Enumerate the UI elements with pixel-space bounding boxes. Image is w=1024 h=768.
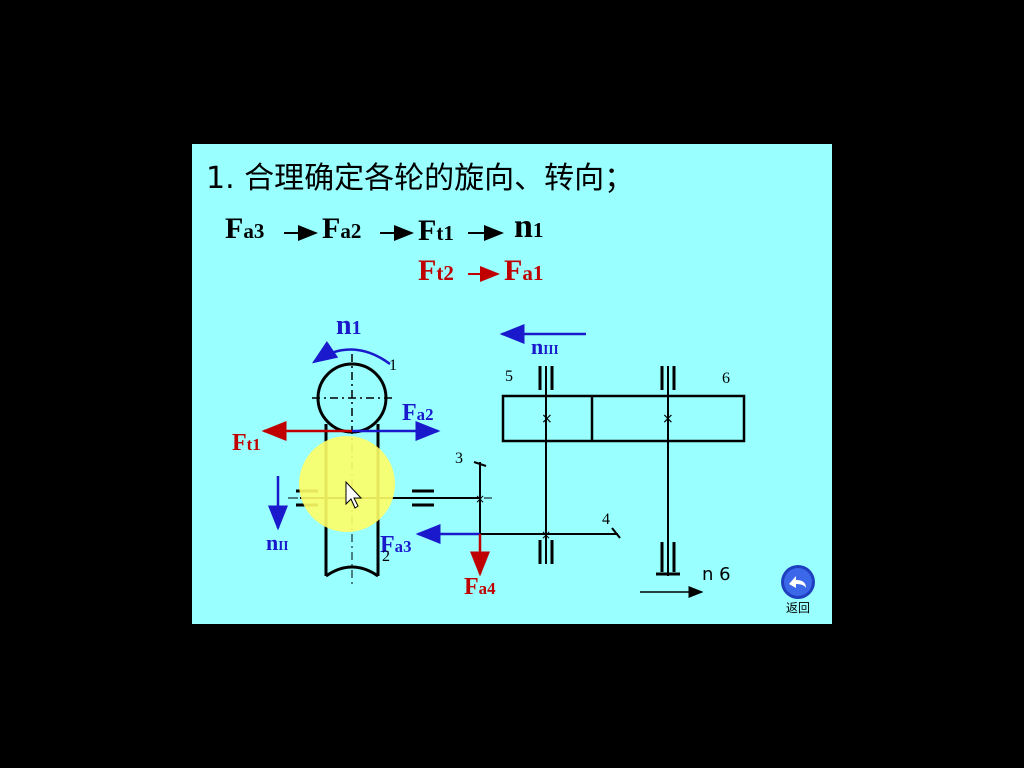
label-fa3-main: F — [380, 532, 395, 558]
label-fa4-sub: a4 — [478, 579, 496, 598]
wheel-bottom-arc — [325, 565, 379, 578]
label-fa2-sub: a2 — [416, 405, 434, 424]
chain-fa1-main: F — [504, 254, 523, 287]
chain-fa3-main: F — [225, 212, 244, 245]
chain-ft1-sub: t1 — [436, 221, 454, 245]
label-fa3: Fa3 — [380, 532, 411, 559]
label-n1-main: n — [336, 310, 352, 341]
chain-ft2-main: F — [418, 254, 437, 287]
gear-3-label: 3 — [455, 450, 463, 467]
label-fa2-main: F — [402, 400, 417, 426]
gear-3-top-tick — [473, 461, 487, 467]
gear-4-label: 4 — [602, 511, 610, 528]
gear-box — [501, 394, 746, 443]
label-n3-sub: III — [543, 342, 559, 357]
label-fa3-sub: a3 — [394, 537, 412, 556]
gear-1-label: 1 — [389, 357, 397, 374]
gear-3-mark: × — [475, 492, 485, 506]
gear-5-label: 5 — [505, 368, 513, 385]
chain-fa2-main: F — [322, 212, 341, 245]
chain-fa1: Fa1 — [504, 254, 543, 288]
label-n1: n1 — [336, 310, 361, 342]
slide-title: 1. 合理确定各轮的旋向、转向； — [206, 161, 635, 196]
label-n3: nIII — [531, 334, 559, 360]
chain-ft2: Ft2 — [418, 254, 454, 288]
chain-ft2-sub: t2 — [436, 261, 454, 285]
label-n1-sub: 1 — [351, 318, 362, 339]
chain-n1-sub: 1 — [532, 218, 544, 242]
label-ft1-main: F — [232, 430, 247, 456]
return-label: 返回 — [785, 601, 810, 615]
gear-4-center-mark: × — [541, 528, 551, 542]
chain-fa1-sub: a1 — [522, 261, 544, 285]
n1-rotation-arc — [311, 341, 391, 366]
chain-n1: n1 — [514, 208, 543, 246]
chain-fa3: Fa3 — [225, 212, 264, 246]
gear-train-diagram: × × × × — [261, 225, 746, 598]
chain-fa2: Fa2 — [322, 212, 361, 246]
label-n3-main: n — [531, 334, 544, 359]
label-n6: n 6 — [702, 564, 731, 585]
return-button[interactable]: 返回 — [778, 564, 818, 615]
label-fa2: Fa2 — [402, 400, 433, 427]
label-ft1: Ft1 — [232, 430, 261, 457]
label-fa4-main: F — [464, 574, 479, 600]
label-n2-sub: II — [278, 538, 289, 553]
label-ft1-sub: t1 — [246, 435, 261, 454]
label-n2: nII — [266, 530, 289, 556]
gear-2-label: 2 — [382, 548, 390, 565]
chain-ft1: Ft1 — [418, 214, 454, 248]
mouse-cursor-icon — [345, 480, 363, 509]
label-n2-main: n — [266, 530, 279, 555]
gear-6-label: 6 — [722, 370, 730, 387]
slide: 1. 合理确定各轮的旋向、转向； Fa3 Fa2 Ft1 n1 Ft2 Fa1 … — [192, 144, 832, 624]
chain-fa3-sub: a3 — [243, 219, 265, 243]
gear-4-tip — [611, 527, 621, 539]
return-arrow-icon — [781, 565, 815, 599]
chain-fa2-sub: a2 — [340, 219, 362, 243]
chain-ft1-main: F — [418, 214, 437, 247]
chain-n1-main: n — [514, 208, 533, 245]
label-fa4: Fa4 — [464, 574, 495, 601]
